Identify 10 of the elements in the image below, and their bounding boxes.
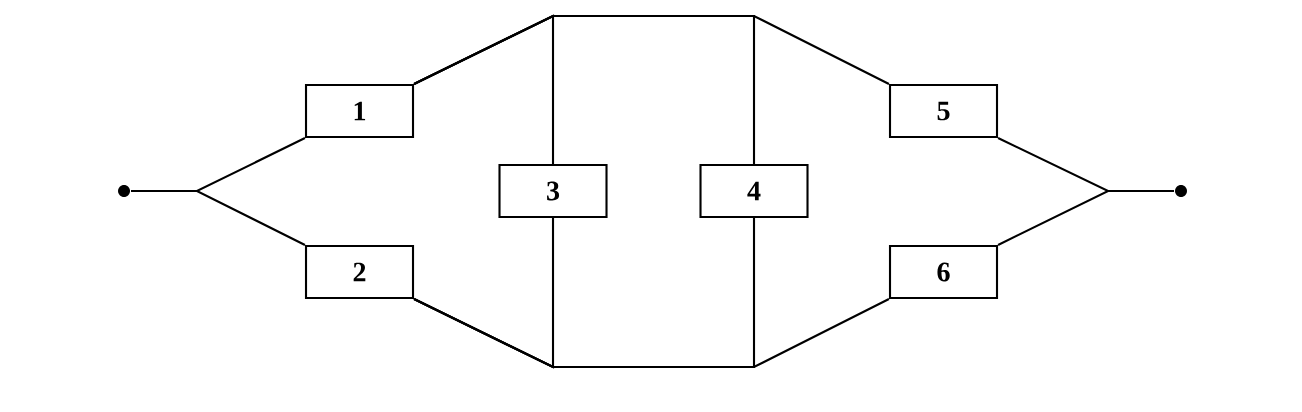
block-box: 1 [304, 83, 415, 139]
block-box: 3 [498, 163, 608, 219]
block-box: 2 [304, 244, 415, 300]
block-box: 5 [888, 83, 999, 139]
connector-line [413, 14, 890, 85]
connector-line [997, 189, 1174, 246]
connector-line [131, 189, 306, 246]
block-box: 6 [888, 244, 999, 300]
block-box: 4 [699, 163, 809, 219]
connector-line [413, 298, 890, 369]
